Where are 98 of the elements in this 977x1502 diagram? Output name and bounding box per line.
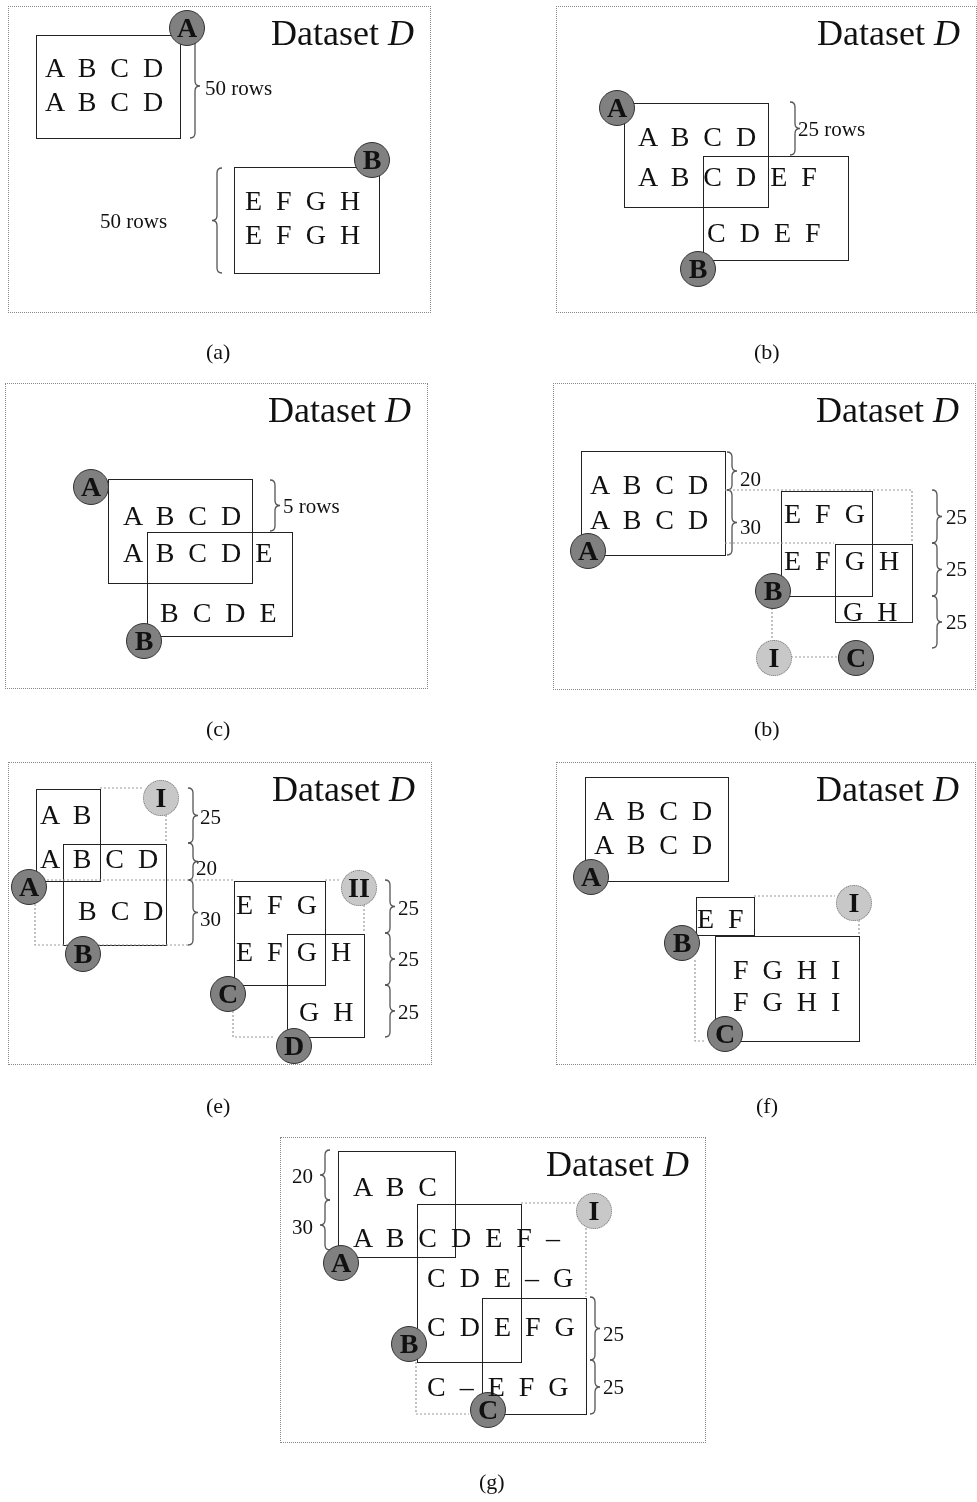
row-count: 25 [398,946,419,972]
table-marker: B [65,936,101,972]
column-letters: A B C D [45,86,164,118]
panel-caption: (c) [206,716,231,742]
row-count: 30 [200,906,221,932]
dataset-title: Dataset D [817,13,960,53]
dataset-frame [280,1137,706,1443]
column-letters: F G H I [733,954,841,986]
dataset-title: Dataset D [272,769,415,809]
dataset-frame [5,383,428,689]
table-marker: A [73,469,109,505]
table-marker: B [680,251,716,287]
table-marker: C [210,976,246,1012]
table-outline [234,881,326,986]
table-marker: C [707,1016,743,1052]
table-outline [287,934,365,1038]
row-count: 5 rows [283,493,340,519]
table-marker: B [391,1326,427,1362]
dataset-title: Dataset D [816,390,959,430]
intersection-marker: II [341,870,377,906]
table-marker: A [570,533,606,569]
column-letters: E F G [784,498,865,530]
row-count: 50 rows [100,208,168,234]
row-count: 25 [200,804,221,830]
row-count: 25 rows [798,116,866,142]
column-letters: E F G H [245,185,361,217]
table-outline [108,479,253,584]
column-letters: E F G [236,889,317,921]
column-letters: A B C D [594,795,713,827]
column-letters: F G H I [733,986,841,1018]
table-outline [234,167,380,274]
column-letters: G H [843,596,898,628]
dataset-frame [8,6,431,313]
column-letters: A B C [353,1171,438,1203]
table-outline [36,35,181,139]
intersection-marker: I [143,780,179,816]
table-outline [703,156,849,261]
column-letters: A B C D [123,500,242,532]
panel-caption: (e) [206,1093,231,1119]
column-letters: A B C D [590,504,709,536]
column-letters: B C D E [160,597,277,629]
column-letters: A B C D [45,52,164,84]
table-marker: B [126,623,162,659]
table-marker: A [11,869,47,905]
row-count: 30 [740,514,761,540]
intersection-marker: I [836,885,872,921]
table-marker: A [169,10,205,46]
dataset-frame [556,762,976,1065]
row-count: 20 [292,1163,313,1189]
table-marker: B [354,142,390,178]
intersection-marker: I [576,1193,612,1229]
column-letters: E F G H [236,936,352,968]
row-count: 50 rows [205,75,273,101]
column-letters: C D E F G [427,1311,575,1343]
column-letters: E F [697,903,744,935]
row-count: 25 [603,1374,624,1400]
table-marker: B [755,573,791,609]
column-letters: E F G H [245,219,361,251]
table-marker: A [573,859,609,895]
panel-caption: (g) [479,1469,505,1495]
table-outline [781,491,873,597]
column-letters: A B C D [590,469,709,501]
dataset-frame [8,762,432,1065]
column-letters: C D E F [707,217,821,249]
row-count: 25 [603,1321,624,1347]
table-marker: D [276,1028,312,1064]
row-count: 25 [946,556,967,582]
column-letters: B C D [78,895,164,927]
dataset-title: Dataset D [546,1144,689,1184]
row-count: 30 [292,1214,313,1240]
column-letters: A B C D E F [638,161,817,193]
column-letters: A B C D [594,829,713,861]
row-count: 25 [946,609,967,635]
row-count: 25 [398,895,419,921]
dataset-title: Dataset D [268,390,411,430]
panel-caption: (b) [754,339,780,365]
table-marker: C [838,640,874,676]
row-count: 25 [398,999,419,1025]
column-letters: A B [40,799,92,831]
dataset-title: Dataset D [816,769,959,809]
column-letters: G H [299,996,354,1028]
intersection-marker: I [756,640,792,676]
table-outline [696,897,755,936]
column-letters: A B C D [638,121,757,153]
row-count: 20 [740,466,761,492]
table-outline [835,544,913,623]
row-count: 20 [196,855,217,881]
column-letters: A B C D E [123,537,273,569]
dataset-frame [553,383,976,690]
dataset-title: Dataset D [271,13,414,53]
table-marker: A [599,90,635,126]
column-letters: C D E – G [427,1262,574,1294]
panel-caption: (b) [754,716,780,742]
panel-caption: (a) [206,339,231,365]
row-count: 25 [946,504,967,530]
table-marker: B [664,925,700,961]
panel-caption: (f) [756,1093,778,1119]
dataset-frame [556,6,977,313]
